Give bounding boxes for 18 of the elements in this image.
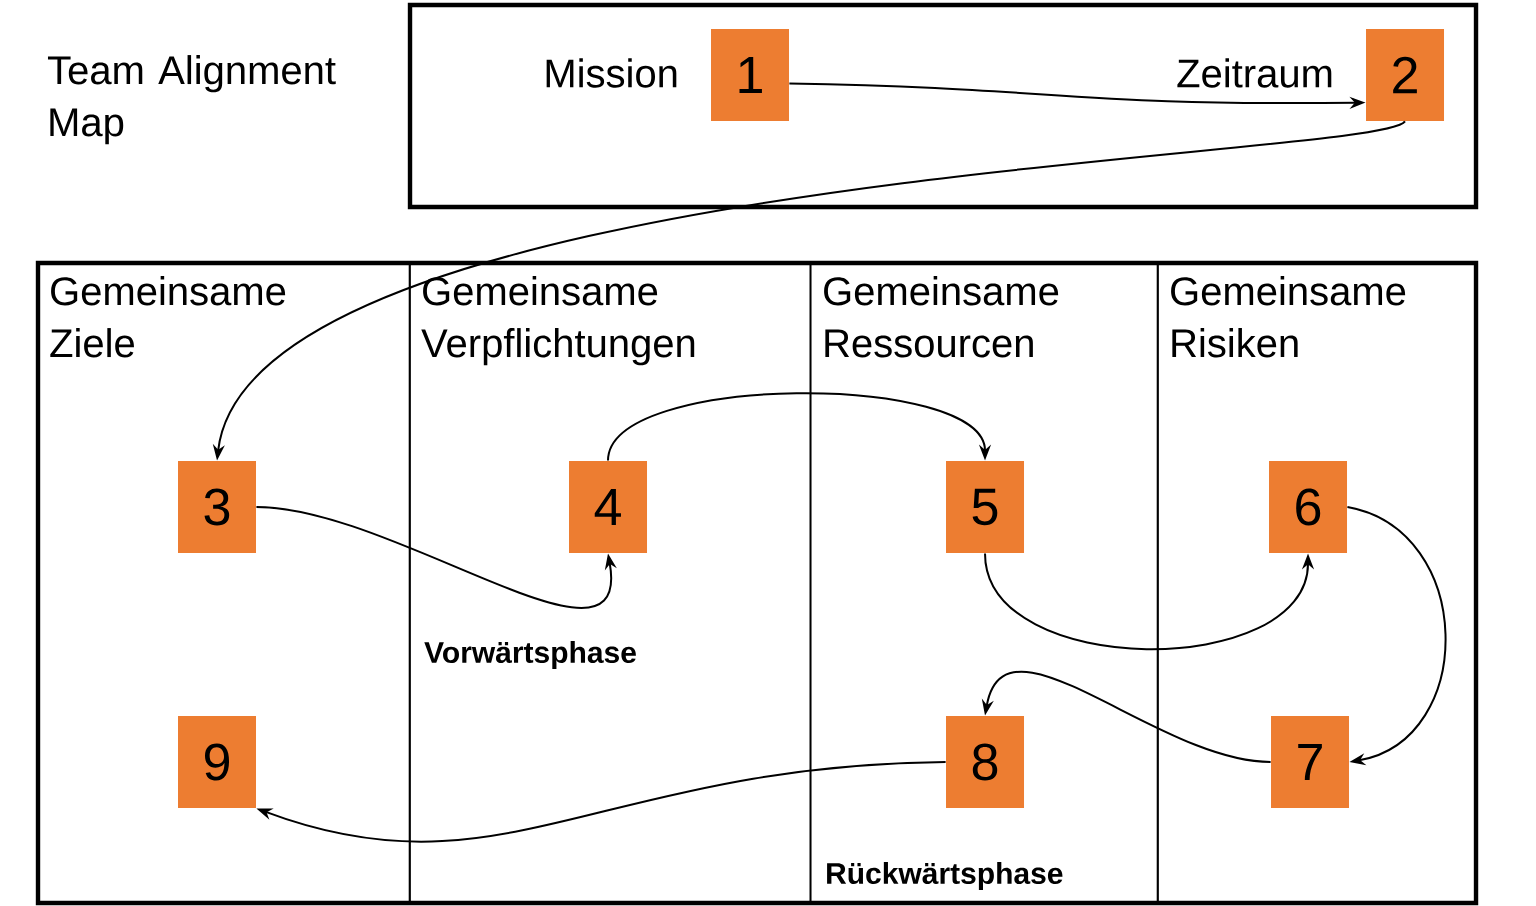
phase-label: Rückwärtsphase xyxy=(827,862,1063,890)
arrow xyxy=(1346,506,1447,766)
number-box: 2 xyxy=(1366,29,1444,121)
number-box: 7 xyxy=(1271,716,1349,808)
frame-box xyxy=(407,2,1479,210)
number-box: 3 xyxy=(178,461,256,553)
title: Team Alignment Map xyxy=(48,55,336,145)
number-box: 8 xyxy=(946,716,1024,808)
phase-label: Vorwärtsphase xyxy=(424,641,636,669)
box-caption: Mission xyxy=(546,58,677,88)
number-box: 9 xyxy=(178,716,256,808)
box-caption: Zeitraum xyxy=(1177,58,1332,88)
number-box: 5 xyxy=(946,461,1024,553)
number-box: 4 xyxy=(569,461,647,553)
number-box: 1 xyxy=(711,29,789,121)
arrow xyxy=(607,392,992,462)
number-box: 6 xyxy=(1269,461,1347,553)
frame-box xyxy=(35,260,1479,906)
